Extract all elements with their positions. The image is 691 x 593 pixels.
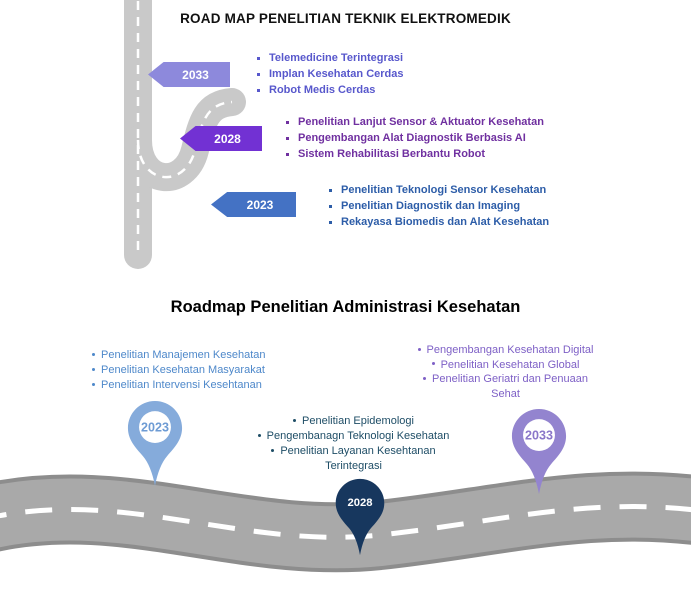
map-pin-2023: 2023	[127, 400, 183, 487]
list-item: Pengembangan Kesehatan Digital	[413, 343, 598, 358]
bullet-icon	[329, 188, 332, 192]
bullet-icon	[431, 362, 435, 366]
list-item-text: Penelitian Intervensi Kesehtanan	[101, 379, 262, 391]
pin-year-label: 2033	[525, 428, 553, 442]
bullet-icon	[329, 204, 332, 208]
bullet-icon	[92, 352, 95, 356]
list-item: Penelitian Layanan Kesehtanan Terintegra…	[256, 444, 451, 474]
bottom-title: Roadmap Penelitian Administrasi Kesehata…	[170, 298, 521, 316]
milestone-list-2023: Penelitian Teknologi Sensor Kesehatan Pe…	[329, 182, 549, 230]
list-item-text: Penelitian Manajemen Kesehatan	[101, 349, 266, 361]
map-pin-2033: 2033	[511, 408, 567, 495]
bullet-icon	[257, 72, 260, 76]
list-item: Penelitian Geriatri dan Penuaan Sehat	[413, 372, 598, 401]
year-banner-2023: 2023	[211, 192, 296, 217]
map-pin-2028: 2028	[335, 478, 385, 556]
list-item-text: Rekayasa Biomedis dan Alat Kesehatan	[341, 216, 550, 228]
bullet-icon	[286, 120, 289, 124]
list-item-text: Penelitian Kesehatan Masyarakat	[101, 364, 265, 376]
milestone-list-2033: Telemedicine Terintegrasi Implan Kesehat…	[257, 50, 404, 98]
list-item: Penelitian Diagnostik dan Imaging	[329, 198, 549, 214]
bullet-icon	[92, 367, 95, 371]
bullet-icon	[417, 347, 421, 351]
list-item: Implan Kesehatan Cerdas	[257, 66, 404, 82]
list-item-text: Pengembangan Alat Diagnostik Berbasis AI	[298, 132, 526, 144]
list-item: Penelitian Lanjut Sensor & Aktuator Kese…	[286, 114, 544, 130]
list-item: Penelitian Teknologi Sensor Kesehatan	[329, 182, 549, 198]
list-item: Sistem Rehabilitasi Berbantu Robot	[286, 146, 544, 162]
list-item: Penelitian Manajemen Kesehatan	[92, 348, 266, 363]
road-graphic-bottom	[0, 471, 691, 573]
list-item-text: Penelitian Lanjut Sensor & Aktuator Kese…	[298, 116, 544, 128]
bullet-icon	[329, 220, 332, 224]
list-item: Penelitian Kesehatan Masyarakat	[92, 363, 266, 378]
bullet-icon	[286, 152, 289, 156]
list-item-text: Penelitian Diagnostik dan Imaging	[341, 200, 521, 212]
list-item: Pengembangan Alat Diagnostik Berbasis AI	[286, 130, 544, 146]
top-title: ROAD MAP PENELITIAN TEKNIK ELEKTROMEDIK	[180, 11, 511, 26]
list-item-text: Penelitian Layanan Kesehtanan Terintegra…	[280, 445, 436, 472]
pin-list-2028: Penelitian Epidemologi Pengembanagn Tekn…	[256, 414, 451, 474]
list-item: Pengembanagn Teknologi Kesehatan	[256, 429, 451, 444]
year-banner-2028: 2028	[180, 126, 262, 151]
list-item-text: Pengembanagn Teknologi Kesehatan	[266, 430, 450, 442]
list-item-text: Penelitian Geriatri dan Penuaan Sehat	[432, 373, 588, 400]
bullet-icon	[271, 448, 275, 452]
year-label: 2033	[182, 67, 209, 82]
list-item: Rekayasa Biomedis dan Alat Kesehatan	[329, 214, 549, 230]
bullet-icon	[92, 382, 95, 386]
list-item: Penelitian Intervensi Kesehtanan	[92, 378, 266, 393]
pin-year-label: 2028	[347, 497, 372, 509]
list-item-text: Penelitian Teknologi Sensor Kesehatan	[341, 184, 547, 196]
list-item: Robot Medis Cerdas	[257, 82, 404, 98]
list-item-text: Robot Medis Cerdas	[269, 84, 376, 96]
year-label: 2028	[214, 131, 241, 146]
list-item-text: Penelitian Kesehatan Global	[440, 358, 580, 371]
list-item-text: Implan Kesehatan Cerdas	[269, 68, 404, 80]
list-item-text: Telemedicine Terintegrasi	[269, 52, 404, 64]
pin-list-2023: Penelitian Manajemen Kesehatan Penelitia…	[92, 348, 266, 393]
year-banner-2033: 2033	[148, 62, 230, 87]
pin-list-2033: Pengembangan Kesehatan Digital Penelitia…	[413, 343, 598, 401]
bullet-icon	[423, 376, 427, 380]
pin-year-label: 2023	[141, 420, 169, 434]
road-graphic-top	[124, 0, 246, 269]
list-item-text: Penelitian Epidemologi	[302, 415, 414, 427]
bullet-icon	[257, 433, 261, 437]
bullet-icon	[257, 56, 260, 60]
list-item-text: Pengembangan Kesehatan Digital	[426, 344, 594, 356]
list-item: Telemedicine Terintegrasi	[257, 50, 404, 66]
bullet-icon	[286, 136, 289, 140]
bullet-icon	[257, 88, 260, 92]
list-item: Penelitian Kesehatan Global	[413, 358, 598, 373]
milestone-list-2028: Penelitian Lanjut Sensor & Aktuator Kese…	[286, 114, 544, 162]
list-item: Penelitian Epidemologi	[256, 414, 451, 429]
year-label: 2023	[246, 197, 274, 212]
list-item-text: Sistem Rehabilitasi Berbantu Robot	[298, 148, 486, 160]
bullet-icon	[293, 418, 297, 422]
